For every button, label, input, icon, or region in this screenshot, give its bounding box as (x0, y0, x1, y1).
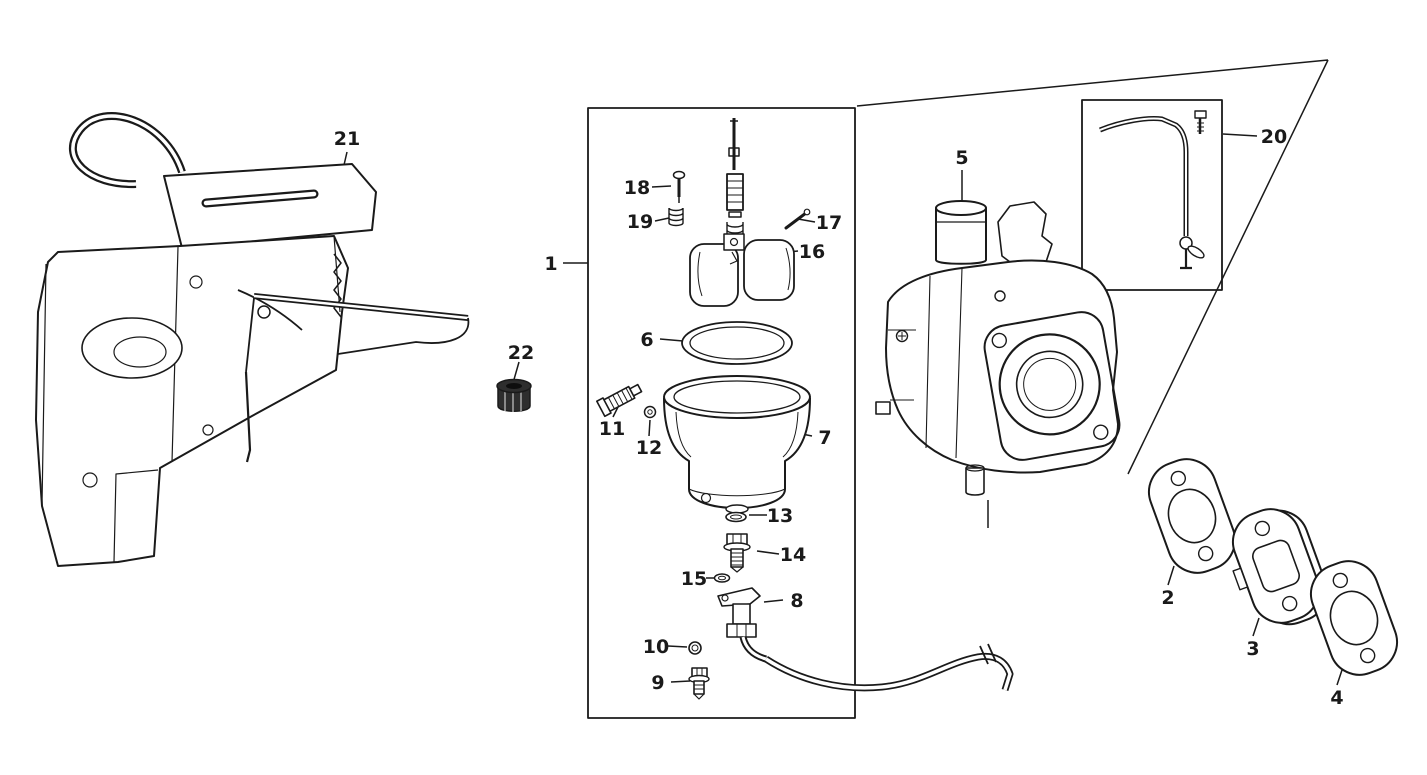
emulsion-tube (726, 173, 744, 211)
part-label-8: 8 (790, 590, 803, 612)
jet-washer-12 (643, 405, 657, 419)
carb-flange (983, 311, 1121, 461)
part-label-15: 15 (681, 568, 707, 590)
carb-top-cylinder (935, 207, 987, 265)
part-label-11: 11 (599, 418, 625, 440)
main-jet-11 (596, 383, 643, 418)
part-label-14: 14 (780, 544, 806, 566)
bracket-hole-bottom (82, 472, 98, 488)
part-label-17: 17 (816, 212, 842, 234)
bracket-pin (244, 371, 252, 463)
carburetor-insulator-3 (1232, 508, 1328, 626)
insulator-gasket-2 (1148, 458, 1236, 574)
joint-nut (726, 623, 757, 638)
carb-bottom-stub (965, 467, 985, 496)
assembly-box-1 (587, 107, 856, 719)
needle-jet-assembly (726, 118, 744, 240)
part-label-12: 12 (636, 437, 662, 459)
part-label-7: 7 (818, 427, 831, 449)
float-right-lobe (743, 239, 795, 301)
bracket-top-plate (163, 163, 377, 249)
bracket-rod-return (337, 317, 470, 355)
part-label-3: 3 (1246, 638, 1259, 660)
float-16 (689, 233, 795, 307)
drain-tube (764, 643, 1014, 692)
carb-choke-tower (997, 201, 1053, 269)
oring-13 (725, 511, 747, 523)
bracket-body (35, 235, 349, 567)
bracket-lever (237, 289, 303, 373)
choke-rod-clip (1187, 245, 1205, 259)
part-label-4: 4 (1330, 687, 1343, 709)
choke-rod-shaft (1099, 116, 1189, 236)
bowl-gasket-6 (681, 321, 793, 365)
part-label-19: 19 (627, 211, 653, 233)
part-label-10: 10 (643, 636, 669, 658)
drain-joint-8 (717, 587, 768, 663)
part-label-6: 6 (640, 329, 653, 351)
part-label-1: 1 (544, 253, 557, 275)
part-label-5: 5 (955, 147, 968, 169)
drain-bolt-14 (723, 533, 751, 573)
spring-19 (668, 207, 684, 227)
grommet-22 (496, 378, 532, 412)
part-label-13: 13 (767, 505, 793, 527)
joint-flange (717, 587, 761, 607)
carb-bore (998, 333, 1101, 436)
part-label-2: 2 (1161, 587, 1174, 609)
joint-stem (732, 603, 751, 625)
flange-bolt-hole-top (991, 332, 1007, 349)
part-label-16: 16 (799, 241, 825, 263)
divider-lines (856, 59, 1329, 528)
part-label-18: 18 (624, 177, 650, 199)
choke-screw (1194, 110, 1207, 119)
flange-bolt-hole-bottom (1093, 424, 1109, 440)
bracket-opening (81, 317, 183, 379)
part-label-21: 21 (334, 128, 360, 150)
gasket-4-center-hole (1329, 590, 1379, 646)
drain-screw-9 (688, 667, 710, 700)
part-label-9: 9 (651, 672, 664, 694)
bowl-rim (663, 375, 811, 419)
bracket-assembly-21 (35, 111, 470, 567)
pilot-screw-18 (672, 170, 686, 203)
gasket-2-center-hole (1167, 488, 1217, 544)
float-chamber-7 (663, 375, 811, 514)
carb-left-stub (875, 401, 891, 415)
part-label-20: 20 (1261, 126, 1287, 148)
part-label-22: 22 (508, 342, 534, 364)
insulator-gasket-4 (1310, 560, 1398, 676)
float-left-lobe (689, 243, 739, 307)
drain-washer-15 (713, 573, 731, 583)
lever-pivot (257, 305, 271, 319)
float-pin-17 (784, 208, 811, 230)
insulator-3-tab (1232, 567, 1249, 591)
choke-rod-box-20 (1081, 99, 1223, 291)
choke-rod-20 (1099, 110, 1207, 270)
tube-clip (979, 643, 997, 665)
insulator-3-center-hole (1252, 539, 1300, 593)
carburetor-assembly-5 (875, 200, 1121, 496)
oring-10 (688, 641, 702, 655)
bracket-hole-top (189, 275, 203, 289)
